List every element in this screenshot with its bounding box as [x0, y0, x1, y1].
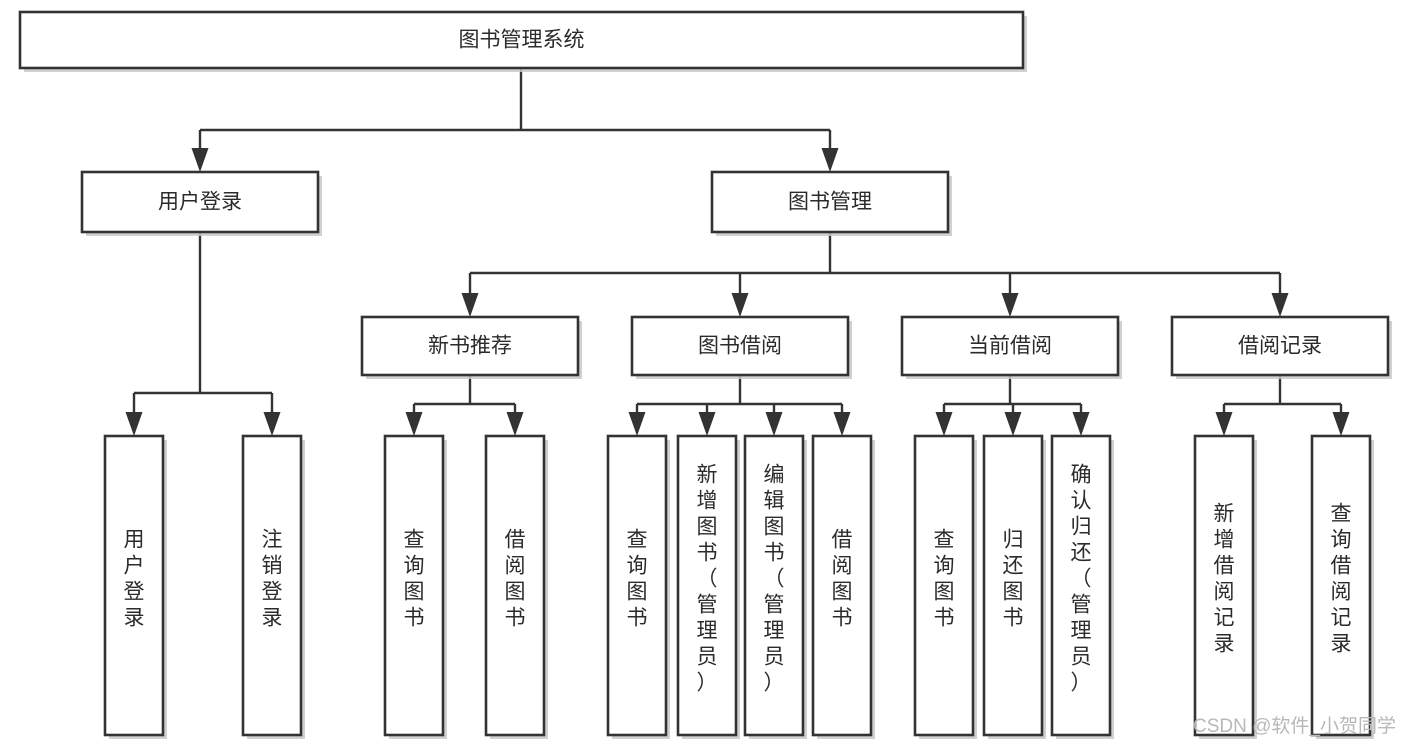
node-label: 图书管理系统	[459, 29, 585, 52]
connector-conn-new-book-recommend-to-leaves	[405, 375, 524, 436]
node-rect[interactable]	[18, 10, 1025, 70]
node-rect[interactable]	[241, 434, 303, 737]
node-label: 图书管理	[788, 191, 872, 214]
connector-layer	[125, 68, 1350, 436]
node-rect[interactable]	[743, 434, 805, 737]
connector-conn-root-to-level2	[191, 68, 839, 172]
connector-conn-current-borrow-to-leaves	[935, 375, 1090, 436]
node-rect[interactable]	[383, 434, 445, 737]
node-label: 归还图书	[1003, 529, 1024, 630]
node-rect[interactable]	[606, 434, 668, 737]
level2-node-book-manage[interactable]: 图书管理	[710, 170, 952, 236]
node-label: 新增图书（管理员）	[697, 464, 718, 695]
leaf-node-leaf-user-login[interactable]: 用户登录	[103, 434, 167, 739]
node-rect[interactable]	[80, 170, 320, 234]
node-label: 借阅图书	[832, 529, 853, 630]
node-label: 编辑图书（管理员）	[764, 464, 785, 695]
node-rect[interactable]	[484, 434, 546, 737]
node-label: 用户登录	[158, 191, 242, 214]
node-rect[interactable]	[710, 170, 950, 234]
leaf-node-leaf-logout-login[interactable]: 注销登录	[241, 434, 305, 739]
leaf-node-leaf-return-book[interactable]: 归还图书	[982, 434, 1046, 739]
node-rect[interactable]	[1050, 434, 1112, 737]
leaf-node-leaf-query-book-recommend[interactable]: 查询图书	[383, 434, 447, 739]
leaf-node-leaf-edit-book-admin[interactable]: 编辑图书（管理员）	[743, 434, 807, 739]
node-rect[interactable]	[1170, 315, 1390, 377]
leaf-node-leaf-add-book-admin[interactable]: 新增图书（管理员）	[676, 434, 740, 739]
leaf-node-leaf-confirm-return-admin[interactable]: 确认归还（管理员）	[1050, 434, 1114, 739]
node-rect[interactable]	[103, 434, 165, 737]
node-label: 查询图书	[627, 529, 648, 630]
leaf-node-leaf-borrow-book-recommend[interactable]: 借阅图书	[484, 434, 548, 739]
node-rect[interactable]	[1310, 434, 1372, 737]
node-rect[interactable]	[630, 315, 850, 377]
node-label: 借阅记录	[1238, 335, 1322, 358]
leaf-node-leaf-add-borrow-record[interactable]: 新增借阅记录	[1193, 434, 1257, 739]
level3-node-book-borrow[interactable]: 图书借阅	[630, 315, 852, 379]
connector-conn-book-borrow-to-leaves	[628, 375, 851, 436]
node-layer: 图书管理系统用户登录图书管理新书推荐图书借阅当前借阅借阅记录用户登录注销登录查询…	[18, 10, 1392, 739]
node-label: 查询图书	[934, 529, 955, 630]
node-label: 借阅图书	[505, 529, 526, 630]
leaf-node-leaf-query-borrow-record[interactable]: 查询借阅记录	[1310, 434, 1374, 739]
node-rect[interactable]	[900, 315, 1120, 377]
node-label: 用户登录	[124, 529, 145, 630]
node-label: 查询借阅记录	[1331, 503, 1352, 656]
node-rect[interactable]	[360, 315, 580, 377]
node-rect[interactable]	[1193, 434, 1255, 737]
node-label: 注销登录	[262, 529, 283, 630]
node-label: 查询图书	[404, 529, 425, 630]
connector-conn-user-login-to-leaves	[125, 232, 281, 436]
level3-node-current-borrow[interactable]: 当前借阅	[900, 315, 1122, 379]
node-label: 确认归还（管理员）	[1071, 464, 1092, 695]
node-rect[interactable]	[982, 434, 1044, 737]
leaf-node-leaf-query-book-borrow[interactable]: 查询图书	[606, 434, 670, 739]
leaf-node-leaf-borrow-book[interactable]: 借阅图书	[811, 434, 875, 739]
level3-node-new-book-recommend[interactable]: 新书推荐	[360, 315, 582, 379]
root-node-root[interactable]: 图书管理系统	[18, 10, 1027, 72]
node-rect[interactable]	[676, 434, 738, 737]
node-rect[interactable]	[913, 434, 975, 737]
node-label: 图书借阅	[698, 335, 782, 358]
node-label: 新增借阅记录	[1214, 503, 1235, 656]
node-label: 新书推荐	[428, 335, 512, 358]
connector-conn-borrow-record-to-leaves	[1215, 375, 1350, 436]
leaf-node-leaf-query-book-current[interactable]: 查询图书	[913, 434, 977, 739]
level2-node-user-login[interactable]: 用户登录	[80, 170, 322, 236]
node-label: 当前借阅	[968, 335, 1052, 358]
level3-node-borrow-record[interactable]: 借阅记录	[1170, 315, 1392, 379]
node-rect[interactable]	[811, 434, 873, 737]
watermark-label: CSDN @软件_小贺同学	[1193, 715, 1396, 737]
connector-conn-book-manage-to-level3	[461, 232, 1289, 317]
